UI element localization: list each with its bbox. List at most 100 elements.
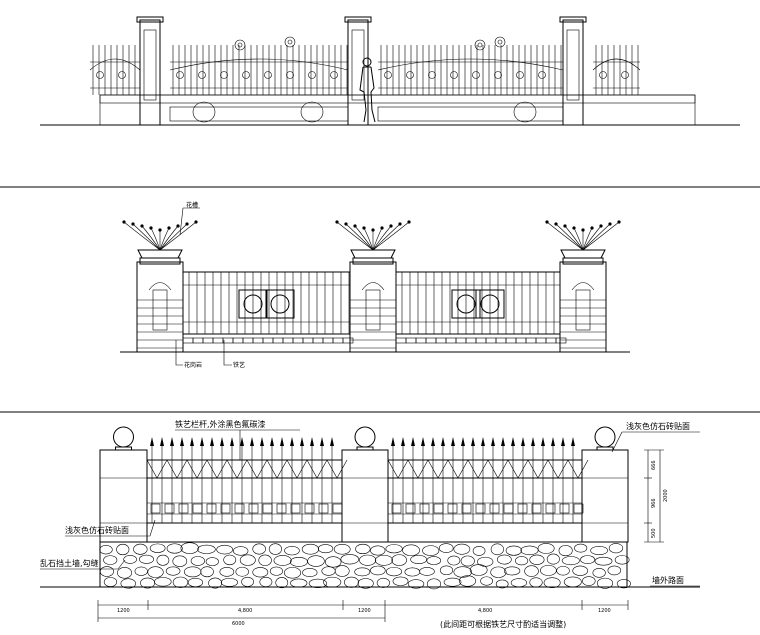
- rubble-stone: [614, 555, 630, 565]
- rubble-stone: [443, 577, 462, 587]
- rubble-stone: [407, 579, 425, 589]
- pillar-panel: [143, 29, 157, 101]
- rubble-stone: [458, 575, 477, 587]
- rubble-stone: [515, 556, 529, 566]
- iron-medallion-box: [451, 289, 481, 319]
- flower-stem: [573, 227, 584, 251]
- railing-ring: [516, 71, 524, 79]
- pillar-ball-base: [356, 446, 374, 451]
- base-brick: [545, 337, 557, 344]
- rubble-stone: [289, 556, 308, 567]
- rubble-stone: [453, 543, 471, 555]
- rail-spear: [481, 437, 485, 446]
- rubble-stone: [563, 576, 582, 588]
- flower-bud: [176, 224, 180, 228]
- rail-block: [489, 503, 500, 514]
- flower-bud: [362, 226, 366, 230]
- rubble-stone: [524, 565, 539, 577]
- rail-spear: [431, 437, 435, 446]
- railing-ring: [286, 71, 294, 79]
- rail-spear: [250, 437, 254, 446]
- pillar: [559, 261, 607, 353]
- rubble-stone: [426, 578, 441, 590]
- leader-tile-left: [65, 519, 156, 537]
- rubble-stone: [574, 543, 588, 553]
- rail-zigzag: [547, 459, 569, 479]
- label-stone: 花岗岩: [184, 361, 202, 369]
- rubble-stone: [503, 566, 521, 576]
- flower-stem: [372, 227, 383, 251]
- rail-block: [262, 503, 273, 514]
- rail-spear: [441, 437, 445, 446]
- rail-zigzag: [447, 459, 469, 479]
- pillar-arch: [361, 282, 385, 291]
- rubble-stone: [594, 556, 613, 566]
- rubble-stone: [123, 555, 137, 564]
- rubble-stone: [480, 576, 493, 586]
- base-brick: [342, 337, 354, 344]
- base-brick: [292, 337, 304, 344]
- flower-stem: [345, 223, 374, 251]
- iron-panels-2: [182, 271, 567, 353]
- rubble-stone: [592, 568, 606, 578]
- rail-block: [220, 503, 231, 514]
- rail-block: [461, 503, 472, 514]
- label-railing: 铁艺栏杆,外涂黑色氟碳漆: [175, 419, 266, 429]
- rail-spear: [280, 437, 284, 446]
- base-brick: [445, 337, 457, 344]
- pillar: [341, 449, 389, 543]
- flower-bud: [194, 220, 198, 224]
- rail-spear: [270, 437, 274, 446]
- railing-ring: [118, 71, 126, 79]
- rail-block: [164, 503, 175, 514]
- rubble-stone: [355, 543, 371, 555]
- rail-zigzag: [186, 459, 208, 479]
- rail-block: [433, 503, 444, 514]
- rail-spear: [541, 437, 545, 446]
- rail-zigzag: [527, 459, 549, 479]
- rubble-stone: [268, 543, 282, 555]
- rail-zigzag: [166, 459, 188, 479]
- pillar-inset: [152, 289, 168, 331]
- rubble-stone: [180, 542, 199, 554]
- flower-stem: [336, 221, 374, 251]
- flower-stem: [582, 227, 593, 251]
- rubble-stone: [99, 566, 114, 577]
- rubble-stone: [283, 567, 302, 579]
- rubble-stone: [558, 545, 573, 557]
- railing-ring: [450, 71, 458, 79]
- rubble-stone: [259, 576, 273, 588]
- label-tile-right: 浅灰色仿石砖贴面: [626, 421, 690, 431]
- rail-spear: [170, 437, 174, 446]
- flower-stem: [159, 225, 179, 251]
- base-brick: [465, 337, 477, 344]
- rail-spear: [310, 437, 314, 446]
- rubble-stone: [302, 568, 318, 578]
- railing-ring: [330, 71, 338, 79]
- rubble-stone: [426, 556, 442, 565]
- flower-bud: [353, 224, 357, 228]
- rubble-stone: [340, 554, 359, 565]
- rubble-stone: [252, 567, 269, 578]
- rubble-stone: [308, 578, 327, 589]
- rail-block: [391, 503, 402, 514]
- rail-block: [332, 503, 343, 514]
- rail-zigzag: [226, 459, 248, 479]
- flower-bud: [380, 226, 384, 230]
- rubble-stone: [344, 576, 359, 588]
- rail-zigzag: [467, 459, 489, 479]
- rail-spear: [150, 437, 154, 446]
- rubble-stone: [596, 577, 614, 589]
- dim-total: 6000: [232, 621, 245, 627]
- railing-ornament: [284, 36, 296, 48]
- pillar: [136, 261, 184, 353]
- rubble-stone: [419, 567, 435, 576]
- flower-bud: [122, 220, 126, 224]
- base-brick: [405, 337, 417, 344]
- base-brick: [395, 337, 407, 344]
- dim-right-total: 2000: [663, 489, 669, 502]
- rail-block: [178, 503, 189, 514]
- railing-ornament: [237, 42, 243, 48]
- elevation-1: [40, 16, 740, 126]
- rail-spear: [511, 437, 515, 446]
